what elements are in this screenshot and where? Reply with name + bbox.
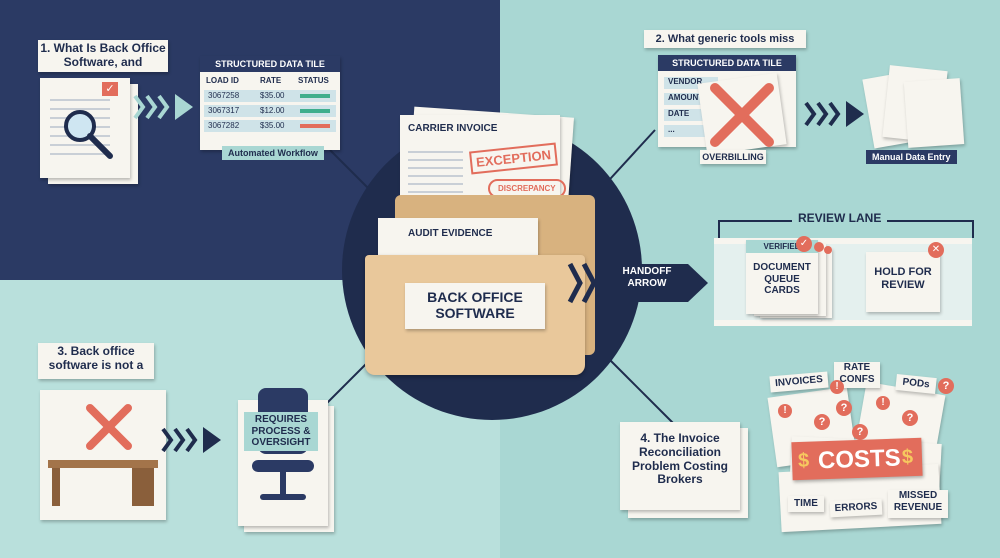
panel4-title-line4: Brokers	[657, 472, 703, 487]
dot-icon	[814, 242, 824, 252]
dot-icon	[824, 246, 832, 254]
question-icon: ?	[836, 400, 852, 416]
question-icon: ?	[814, 414, 830, 430]
question-icon: ?	[852, 424, 868, 440]
close-circle-icon: ✕	[928, 242, 944, 258]
panel1-data-tile: STRUCTURED DATA TILE LOAD ID RATE STATUS…	[200, 56, 340, 150]
check-badge-icon: ✓	[102, 82, 118, 96]
rate-line1: RATE	[843, 362, 871, 373]
panel1-doc: ✓	[40, 78, 130, 178]
center-label-line1: BACK OFFICE	[427, 289, 523, 305]
hold-line2: REVIEW	[881, 278, 925, 291]
row2-status-bar	[300, 109, 330, 113]
panel3-arrows	[161, 427, 221, 453]
chair-base	[260, 494, 306, 500]
table-row	[204, 90, 336, 102]
panel4-title-line3: Problem Costing	[631, 458, 728, 473]
panel2-title: 2. What generic tools miss	[644, 30, 806, 48]
automated-workflow-caption: Automated Workflow	[222, 146, 324, 160]
dollar-icon: $	[797, 449, 810, 473]
manual-entry-label: Manual Data Entry	[866, 150, 957, 164]
hold-line1: HOLD FOR	[874, 266, 932, 278]
panel1-title: 1. What Is Back Office Software, and	[38, 40, 168, 72]
panel4-title-line1: 4. The Invoice	[640, 431, 720, 445]
panel1-title-line1: 1. What Is Back Office	[40, 41, 166, 55]
panel2-arrows	[804, 101, 864, 127]
missed-line1: MISSED	[898, 490, 938, 501]
dollar-icon: $	[901, 446, 914, 469]
chair-seat	[252, 460, 314, 472]
row3-rate: $35.00	[260, 121, 285, 130]
alert-icon: !	[830, 380, 844, 394]
row2-rate: $12.00	[260, 106, 285, 115]
chair-post	[280, 472, 286, 496]
panel4-title-line2: Reconciliation	[638, 444, 721, 459]
rate-confs-label: RATE CONFS	[834, 362, 880, 388]
desk-leg-left	[52, 468, 60, 506]
alert-icon: !	[876, 396, 890, 410]
costs-label: COSTS	[817, 444, 902, 475]
row2-id: 3067317	[208, 106, 240, 115]
chair-line3: OVERSIGHT	[251, 437, 311, 448]
desk-top	[48, 460, 158, 468]
center-label-line2: SOFTWARE	[435, 305, 515, 322]
handoff-line2: ARROW	[627, 277, 667, 289]
chair-label: REQUIRES PROCESS & OVERSIGHT	[244, 412, 318, 451]
row1-rate: $35.00	[260, 91, 285, 100]
manual-doc-3	[903, 78, 965, 148]
tile1-header-loadid: LOAD ID	[206, 76, 239, 85]
queue-card-line3: CARDS	[764, 285, 800, 296]
rate-line2: CONFS	[839, 373, 875, 385]
question-icon: ?	[902, 410, 918, 426]
panel3-title-line1: 3. Back office	[57, 344, 135, 358]
table-row	[204, 105, 336, 117]
audit-evidence-title: AUDIT EVIDENCE	[408, 228, 493, 239]
chair-line1: REQUIRES	[254, 414, 308, 425]
handoff-arrow-shape	[567, 262, 708, 304]
desk-drawer	[132, 468, 154, 506]
tile1-header-status: STATUS	[298, 76, 329, 85]
hold-card: HOLD FOR REVIEW	[866, 252, 940, 312]
alert-icon: !	[778, 404, 792, 418]
row1-status-bar	[300, 94, 330, 98]
queue-card: VERIFIED DOCUMENT QUEUE CARDS	[746, 240, 818, 314]
errors-label: ERRORS	[829, 498, 883, 518]
x-mark-icon	[710, 83, 774, 147]
desk-x-mark-icon	[86, 404, 132, 450]
missed-line2: REVENUE	[893, 501, 943, 513]
handoff-label: HANDOFF ARROW	[612, 266, 682, 289]
tile1-title: STRUCTURED DATA TILE	[200, 56, 340, 72]
panel3-title: 3. Back office software is not a	[38, 343, 154, 379]
row1-id: 3067258	[208, 91, 240, 100]
time-label: TIME	[788, 496, 824, 512]
check-circle-icon: ✓	[796, 236, 812, 252]
question-icon: ?	[938, 378, 954, 394]
table-row	[204, 120, 336, 132]
chair-line2: PROCESS &	[251, 425, 311, 437]
review-lane-title: REVIEW LANE	[792, 211, 888, 225]
tile2-title: STRUCTURED DATA TILE	[658, 55, 796, 71]
queue-card-line2: QUEUE	[764, 273, 800, 285]
row3-status-bar	[300, 124, 330, 128]
overbilling-label: OVERBILLING	[700, 150, 766, 164]
costs-banner: $ COSTS $	[791, 437, 923, 481]
panel1-title-line2: Software, and	[63, 54, 143, 69]
tile1-header-rate: RATE	[260, 76, 282, 85]
row3-id: 3067282	[208, 121, 240, 130]
queue-card-line1: DOCUMENT	[753, 262, 811, 273]
missed-revenue-label: MISSED REVENUE	[888, 490, 948, 518]
handoff-line1: HANDOFF	[622, 266, 672, 277]
exception-stamp: EXCEPTION	[469, 142, 559, 175]
carrier-invoice-title: CARRIER INVOICE	[408, 123, 498, 134]
panel3-title-line2: software is not a	[48, 357, 144, 372]
desk-card	[40, 390, 166, 520]
queue-card-text: DOCUMENT QUEUE CARDS	[750, 262, 814, 297]
center-label: BACK OFFICE SOFTWARE	[405, 283, 545, 329]
magnifier-icon	[64, 110, 113, 159]
panel4-title: 4. The Invoice Reconciliation Problem Co…	[620, 422, 740, 510]
panel1-arrows	[133, 94, 193, 120]
